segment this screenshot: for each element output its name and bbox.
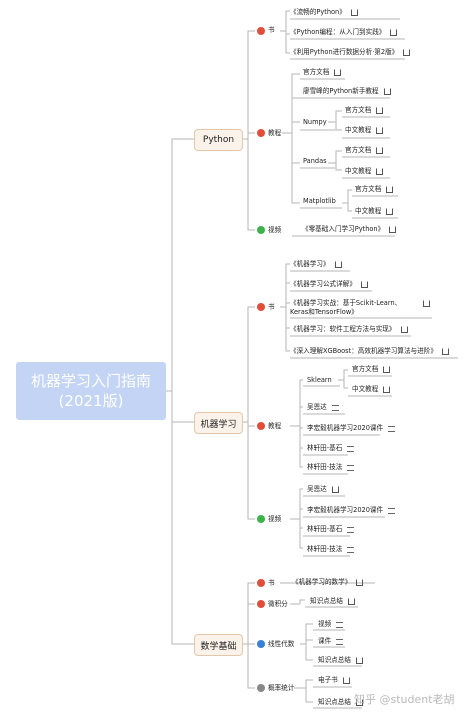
python-video-course[interactable]: 《零基础入门学习Python》 bbox=[302, 225, 398, 234]
ml-book-4[interactable]: 《机器学习：软件工程方法与实现》 bbox=[290, 325, 410, 334]
topic-machine-learning[interactable]: 机器学习 bbox=[194, 412, 243, 434]
math-book[interactable]: 《机器学习的数学》 bbox=[292, 578, 365, 587]
book-icon bbox=[257, 27, 265, 35]
ml-books-category[interactable]: 书 bbox=[268, 303, 275, 311]
ml-sklearn[interactable]: Sklearn bbox=[307, 376, 332, 384]
python-video-category[interactable]: 视频 bbox=[268, 226, 282, 234]
probability-icon bbox=[257, 684, 265, 692]
python-matplotlib[interactable]: Matplotlib bbox=[303, 197, 336, 205]
ml-video-wu[interactable]: 吴恩达 bbox=[307, 485, 341, 494]
ml-book-5[interactable]: 《深入理解XGBoost：高效机器学习算法与进阶》 bbox=[290, 347, 451, 356]
ml-tutorial-lee[interactable]: 李宏毅机器学习2020课件 bbox=[307, 424, 397, 433]
numpy-official-docs[interactable]: 官方文档 bbox=[345, 106, 385, 115]
topic-ml-label: 机器学习 bbox=[200, 419, 237, 430]
ml-tutorial-category[interactable]: 教程 bbox=[268, 422, 282, 430]
tutorial-icon bbox=[257, 129, 265, 137]
probability-summary[interactable]: 知识点总结 bbox=[318, 698, 365, 707]
calculus-icon bbox=[257, 600, 265, 608]
python-liao-tutorial[interactable]: 廖雪峰的Python新手教程 bbox=[303, 87, 393, 96]
linear-algebra-icon bbox=[257, 640, 265, 648]
python-numpy[interactable]: Numpy bbox=[303, 118, 327, 126]
watermark: 知乎 @student老胡 bbox=[354, 693, 455, 706]
ml-video-category[interactable]: 视频 bbox=[268, 515, 282, 523]
topic-python[interactable]: Python bbox=[194, 129, 243, 151]
root-title: 机器学习入门指南 bbox=[30, 372, 151, 390]
linear-algebra-video[interactable]: 视频 bbox=[318, 620, 345, 629]
python-official-docs[interactable]: 官方文档 bbox=[303, 68, 343, 77]
ml-tutorial-wu[interactable]: 吴恩达 bbox=[307, 403, 341, 412]
root-subtitle: (2021版) bbox=[58, 392, 124, 410]
python-book-2[interactable]: 《Python编程：从入门到实践》 bbox=[290, 28, 399, 37]
matplotlib-official-docs[interactable]: 官方文档 bbox=[355, 185, 395, 194]
ml-video-lin-base[interactable]: 林轩田-基石 bbox=[307, 525, 356, 534]
ml-book-2[interactable]: 《机器学习公式详解》 bbox=[290, 280, 370, 289]
matplotlib-chinese-tutorial[interactable]: 中文教程 bbox=[355, 207, 395, 216]
root-topic[interactable]: 机器学习入门指南 (2021版) bbox=[16, 362, 166, 420]
pandas-chinese-tutorial[interactable]: 中文教程 bbox=[345, 167, 385, 176]
tutorial-icon bbox=[257, 422, 265, 430]
numpy-chinese-tutorial[interactable]: 中文教程 bbox=[345, 126, 385, 135]
book-icon bbox=[257, 303, 265, 311]
python-book-1[interactable]: 《流畅的Python》 bbox=[290, 8, 360, 17]
probability-ebook[interactable]: 电子书 bbox=[318, 676, 352, 685]
pandas-official-docs[interactable]: 官方文档 bbox=[345, 146, 385, 155]
topic-python-label: Python bbox=[202, 135, 235, 145]
math-calculus-category[interactable]: 微积分 bbox=[268, 600, 288, 608]
math-probability-category[interactable]: 概率统计 bbox=[268, 684, 295, 692]
python-books-category[interactable]: 书 bbox=[268, 26, 275, 34]
ml-video-lee[interactable]: 李宏毅机器学习2020课件 bbox=[307, 506, 397, 515]
sklearn-chinese-tutorial[interactable]: 中文教程 bbox=[352, 385, 392, 394]
linear-algebra-course[interactable]: 课件 bbox=[318, 637, 345, 646]
video-icon bbox=[257, 226, 265, 234]
sklearn-official-docs[interactable]: 官方文档 bbox=[352, 365, 392, 374]
topic-math[interactable]: 数学基础 bbox=[194, 634, 243, 656]
ml-video-lin-tech[interactable]: 林轩田-技法 bbox=[307, 545, 356, 554]
linear-algebra-summary[interactable]: 知识点总结 bbox=[318, 656, 365, 665]
ml-tutorial-lin-base[interactable]: 林轩田-基石 bbox=[307, 444, 356, 453]
ml-book-3[interactable]: 《机器学习实战：基于Scikit-Learn、Keras和TensorFlow》 bbox=[290, 299, 432, 317]
math-books-category[interactable]: 书 bbox=[268, 579, 275, 587]
math-linear-algebra-category[interactable]: 线性代数 bbox=[268, 640, 295, 648]
python-tutorial-category[interactable]: 教程 bbox=[268, 129, 282, 137]
ml-tutorial-lin-tech[interactable]: 林轩田-技法 bbox=[307, 463, 356, 472]
python-book-3[interactable]: 《利用Python进行数据分析·第2版》 bbox=[290, 48, 412, 57]
ml-book-1[interactable]: 《机器学习》 bbox=[290, 260, 344, 269]
calculus-summary[interactable]: 知识点总结 bbox=[310, 597, 357, 606]
topic-math-label: 数学基础 bbox=[200, 641, 237, 652]
python-pandas[interactable]: Pandas bbox=[303, 157, 327, 165]
book-icon bbox=[257, 579, 265, 587]
video-icon bbox=[257, 515, 265, 523]
